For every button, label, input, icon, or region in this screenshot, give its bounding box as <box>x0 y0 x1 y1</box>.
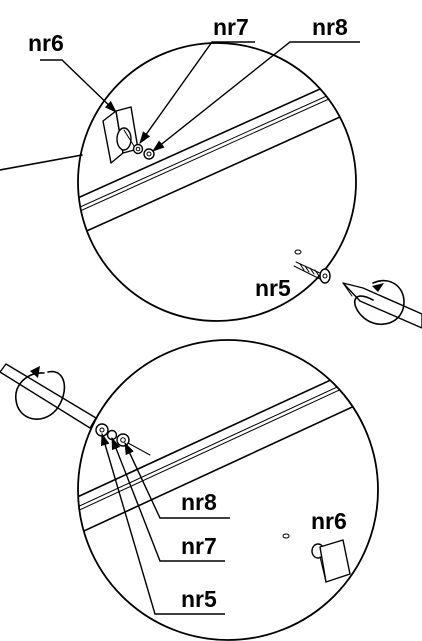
label-top-nr7: nr7 <box>213 14 249 40</box>
top-screwdriver <box>342 279 422 329</box>
bottom-leader-nr8 <box>124 441 230 519</box>
label-top-nr8: nr8 <box>312 14 348 40</box>
top-detail-view: nr6 nr7 nr8 nr5 <box>0 14 422 329</box>
top-leader-nr6 <box>40 59 117 113</box>
bottom-washer-nr8 <box>116 433 130 447</box>
bottom-leader-nr5 <box>100 432 225 615</box>
top-screw-nr5 <box>293 249 331 284</box>
bottom-magnifier-circle <box>77 339 379 641</box>
label-bottom-nr7: nr7 <box>181 533 217 559</box>
top-knob-nr6 <box>102 106 139 164</box>
top-washer-nr8 <box>143 148 155 160</box>
bottom-leader-nr7 <box>111 436 225 562</box>
top-offpage-leader <box>0 154 83 171</box>
bottom-screwdriver <box>0 363 97 429</box>
top-leader-nr7 <box>139 41 255 145</box>
label-bottom-nr8: nr8 <box>181 489 217 515</box>
bottom-knob-nr6 <box>282 533 351 583</box>
top-washer-nr7 <box>132 143 144 155</box>
label-top-nr6: nr6 <box>28 30 64 56</box>
label-bottom-nr5: nr5 <box>181 586 217 612</box>
top-leader-nr8 <box>152 41 360 152</box>
label-top-nr5: nr5 <box>255 275 291 301</box>
bottom-detail-view: nr8 nr6 nr7 nr5 <box>0 339 379 641</box>
label-bottom-nr6: nr6 <box>311 508 347 534</box>
top-magnifier-circle <box>77 42 357 322</box>
